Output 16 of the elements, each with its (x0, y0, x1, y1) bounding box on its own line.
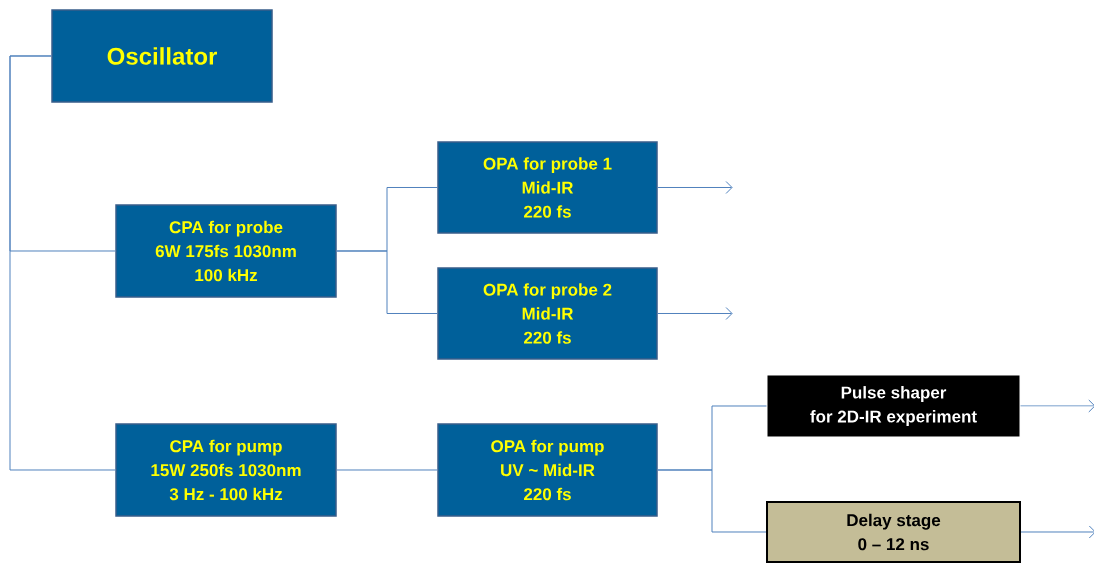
process-box: Oscillator (51, 9, 273, 103)
connector (657, 181, 733, 194)
process-box: Delay stage 0 – 12 ns (766, 501, 1021, 563)
connector (657, 307, 733, 320)
connector (1020, 525, 1094, 539)
process-box: OPA for probe 1 Mid-IR 220 fs (437, 141, 658, 234)
connector (9, 55, 116, 471)
process-box: OPA for probe 2 Mid-IR 220 fs (437, 267, 658, 360)
process-box: CPA for probe 6W 175fs 1030nm 100 kHz (115, 204, 337, 298)
connector (336, 469, 438, 471)
process-box: Pulse shaper for 2D-IR experiment (766, 374, 1021, 438)
connector (336, 250, 438, 314)
connector (657, 469, 767, 533)
process-box: CPA for pump 15W 250fs 1030nm 3 Hz - 100 kHz (115, 423, 337, 517)
connector (1020, 399, 1094, 413)
process-box: OPA for pump UV ~ Mid-IR 220 fs (437, 423, 658, 517)
